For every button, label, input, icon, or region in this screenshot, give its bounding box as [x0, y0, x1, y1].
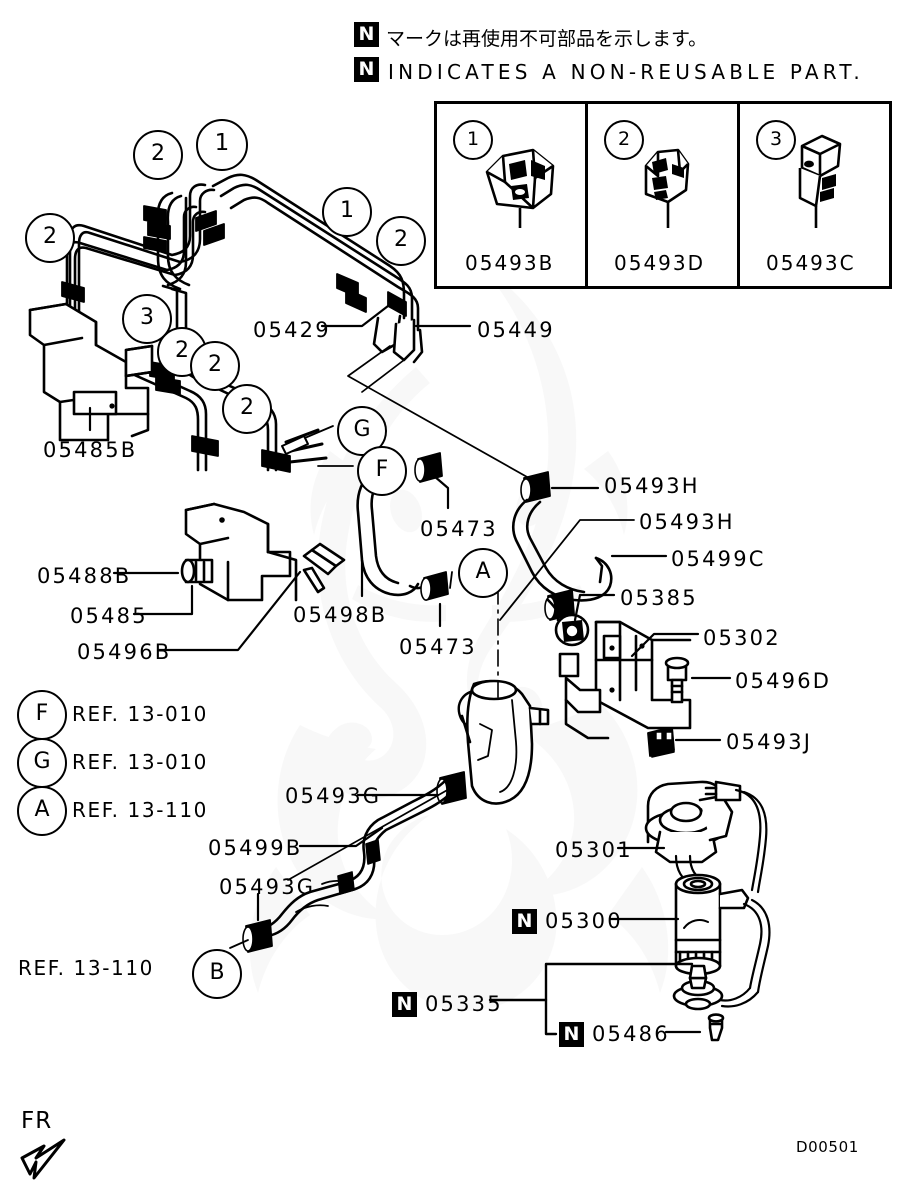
- part-number-05496D: 05496D: [735, 669, 832, 693]
- callout-2-2: 2: [25, 213, 75, 263]
- part-number-05493G: 05493G: [285, 784, 382, 808]
- arrow-down-left-icon: [20, 1138, 66, 1180]
- part-number-05493G: 05493G: [219, 875, 316, 899]
- part-number-05499B: 05499B: [208, 836, 303, 860]
- legend-part-number-2: 05493D: [614, 251, 706, 275]
- callout-f-10: F: [357, 446, 407, 496]
- orientation-label: FR: [21, 1108, 53, 1134]
- non-reusable-note-english: INDICATES A NON-REUSABLE PART.: [388, 60, 864, 84]
- part-number-05301: 05301: [555, 838, 633, 862]
- part-number-05300: 05300: [545, 909, 623, 933]
- part-number-05493H: 05493H: [604, 474, 700, 498]
- part-number-05449: 05449: [477, 318, 555, 342]
- reference-inline-callout-B: B: [192, 949, 242, 999]
- part-number-05496B: 05496B: [77, 640, 172, 664]
- reference-callout-F: F: [17, 690, 67, 740]
- non-reusable-badge-05486: N: [559, 1022, 584, 1047]
- legend-cell-1: 1 05493B: [437, 104, 585, 286]
- part-number-05488B: 05488B: [37, 564, 132, 588]
- callout-2-0: 2: [133, 130, 183, 180]
- callout-1-3: 1: [322, 187, 372, 237]
- part-number-05385: 05385: [620, 586, 698, 610]
- part-number-05473: 05473: [420, 517, 498, 541]
- legend-part-number-1: 05493B: [465, 251, 555, 275]
- legend-callout-3: 3: [756, 120, 796, 160]
- reference-text-G: REF. 13-010: [72, 750, 208, 774]
- part-number-05429: 05429: [253, 318, 331, 342]
- part-number-05493H: 05493H: [639, 510, 735, 534]
- part-number-05485: 05485: [70, 604, 148, 628]
- clip-connector-small-icon: [644, 148, 690, 228]
- part-number-05302: 05302: [703, 626, 781, 650]
- clip-connector-tall-icon: [798, 134, 842, 228]
- legend-callout-1: 1: [453, 120, 493, 160]
- legend-cell-2: 2 05493D: [588, 104, 737, 286]
- reference-text-A: REF. 13-110: [72, 798, 208, 822]
- non-reusable-badge-en: N: [354, 57, 379, 82]
- non-reusable-badge-05300: N: [512, 909, 537, 934]
- callout-a-11: A: [458, 548, 508, 598]
- legend-cell-3: 3 05493C: [740, 104, 889, 286]
- legend-divider-1: [585, 104, 588, 286]
- part-number-05499C: 05499C: [671, 547, 766, 571]
- reference-inline-text: REF. 13-110: [18, 956, 154, 980]
- part-number-05473: 05473: [399, 635, 477, 659]
- part-number-05485B: 05485B: [43, 438, 138, 462]
- part-number-05486: 05486: [592, 1022, 670, 1046]
- part-number-05335: 05335: [425, 992, 503, 1016]
- callout-2-4: 2: [376, 216, 426, 266]
- clip-connector-large-icon: [485, 148, 555, 228]
- parts-legend-box: 1 05493B 2: [434, 101, 892, 289]
- non-reusable-badge-05335: N: [392, 992, 417, 1017]
- reference-text-F: REF. 13-010: [72, 702, 208, 726]
- non-reusable-note-japanese: マークは再使用不可部品を示します。: [386, 28, 708, 50]
- callout-2-7: 2: [190, 341, 240, 391]
- diagram-id: D00501: [796, 1138, 859, 1156]
- legend-divider-2: [737, 104, 740, 286]
- legend-part-number-3: 05493C: [766, 251, 856, 275]
- legend-callout-2: 2: [604, 120, 644, 160]
- callout-1-1: 1: [196, 119, 248, 171]
- part-number-05498B: 05498B: [293, 603, 388, 627]
- non-reusable-badge-jp: N: [354, 22, 379, 47]
- part-number-05493J: 05493J: [726, 730, 813, 754]
- callout-2-8: 2: [222, 384, 272, 434]
- reference-callout-A: A: [17, 786, 67, 836]
- reference-callout-G: G: [17, 738, 67, 788]
